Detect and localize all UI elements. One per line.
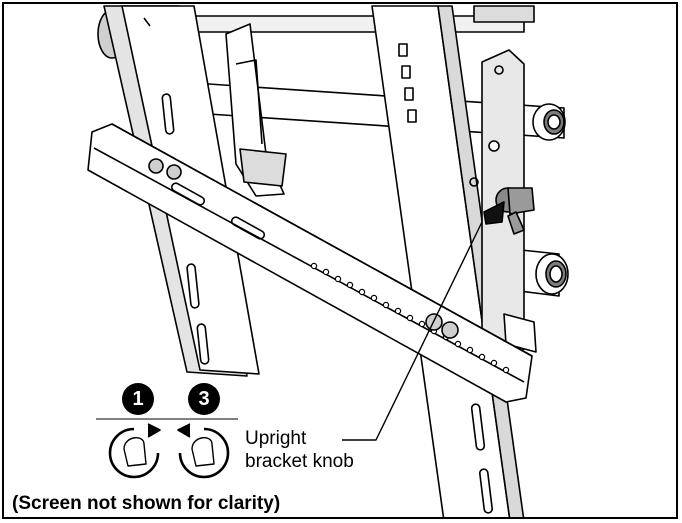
rotate-clockwise-hand-icon [177, 423, 230, 479]
callout-label-line2: bracket knob [245, 451, 354, 472]
center-hook-arm [225, 23, 287, 197]
rotate-counterclockwise-hand-icon [108, 423, 161, 479]
figure-frame: 1 3 Upright bracket knob (Screen not sho… [2, 2, 678, 519]
upright-bracket-knob [483, 187, 535, 235]
step-number-badge: 3 [188, 383, 220, 415]
figure-caption: (Screen not shown for clarity) [12, 493, 281, 514]
cross-rail [87, 123, 533, 403]
callout-leader-line [342, 221, 483, 441]
mount-illustration [87, 5, 569, 517]
step-number-badge: 1 [122, 383, 154, 415]
callout-label-line1: Upright [245, 428, 307, 449]
